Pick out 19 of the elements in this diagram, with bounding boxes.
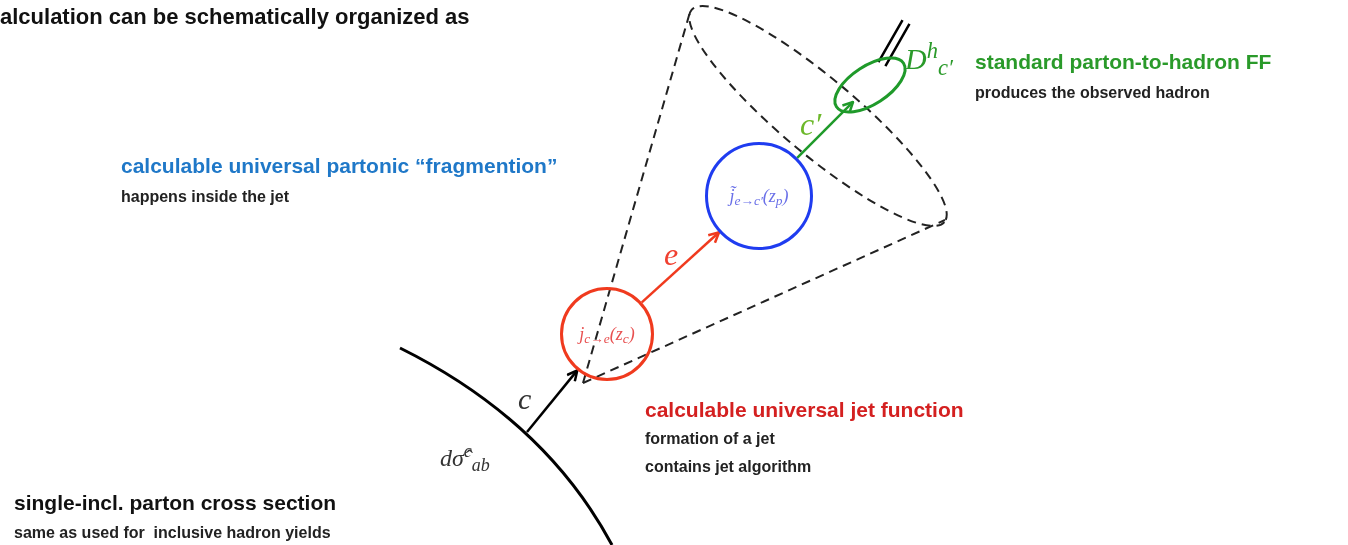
annotation-note: produces the observed hadron	[975, 83, 1210, 103]
annotation-note: contains jet algorithm	[645, 457, 812, 477]
annotation-note: same as used for inclusive hadron yields	[14, 523, 331, 543]
formula: j$_{c→e}$(z$_{c}$)	[579, 322, 635, 348]
formula: j̃$_{e→c′}$(z$_{p}$)	[729, 184, 789, 210]
annotation-note: formation of a jet	[645, 429, 775, 449]
annotation-heading: single-incl. parton cross section	[14, 490, 337, 516]
hadron-line	[877, 18, 911, 68]
arrow	[640, 231, 721, 304]
title: alculation can be schematically organized as	[0, 3, 470, 31]
annotation-heading: standard parton-to-hadron FF	[975, 49, 1272, 75]
edge-label: c′	[800, 105, 822, 144]
edge-label: e	[664, 235, 679, 274]
arrow	[796, 100, 855, 159]
annotation-note: happens inside the jet	[121, 187, 290, 207]
annotation-heading: calculable universal jet function	[645, 397, 964, 423]
annotation-heading: calculable universal partonic “fragmention”	[121, 153, 558, 179]
edge-label: c	[518, 381, 532, 417]
arrow	[526, 369, 579, 433]
